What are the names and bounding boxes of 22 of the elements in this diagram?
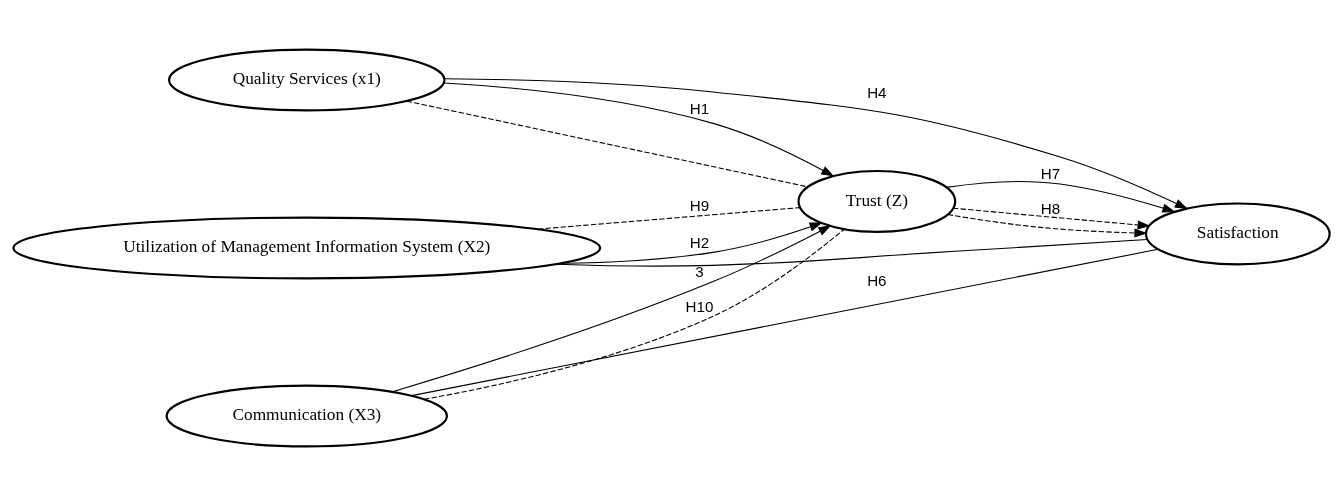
arrow (444, 78, 1188, 210)
connector (411, 248, 1159, 397)
connector (406, 100, 809, 188)
arrow (560, 222, 823, 264)
edge-label: H4 (867, 83, 887, 101)
edge-label: H10 (685, 298, 714, 316)
edge-label: H1 (689, 99, 710, 117)
arrow (952, 207, 1151, 230)
arrow (443, 82, 835, 177)
node-ellipse: Communication (X3) (165, 384, 449, 448)
edge-label: H9 (689, 197, 710, 215)
edge-label: H6 (867, 272, 887, 290)
node-ellipse: Utilization of Management Information System (X2) (12, 216, 602, 280)
connector (537, 207, 801, 230)
arrow (945, 180, 1176, 213)
edge-label: H8 (1040, 199, 1061, 217)
connector (555, 238, 1148, 267)
arrow (947, 214, 1148, 238)
edge-label: H7 (1040, 164, 1061, 182)
node-ellipse: Quality Services (x1) (167, 48, 446, 112)
edge-label: H2 (689, 234, 710, 252)
edge-label: 3 (695, 263, 704, 281)
